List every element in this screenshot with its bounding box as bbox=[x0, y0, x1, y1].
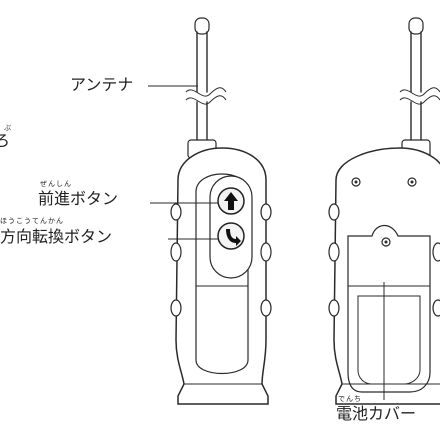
front-antenna bbox=[185, 17, 227, 146]
forward-button[interactable] bbox=[217, 187, 245, 215]
back-antenna bbox=[399, 17, 440, 146]
turn-arrow-icon bbox=[226, 229, 241, 246]
front-controller bbox=[170, 17, 272, 405]
cutoff-ruby: ぶ bbox=[4, 124, 12, 132]
forward-button-label: 前進ボタン bbox=[38, 189, 119, 208]
battery-cover-label: 電池カバー bbox=[336, 404, 417, 423]
turn-button[interactable] bbox=[217, 222, 245, 250]
front-side-bumps bbox=[170, 203, 272, 317]
arrow-up-icon bbox=[224, 192, 238, 210]
battery-cover-ruby: でんち bbox=[338, 395, 362, 403]
turn-button-label: 方向転換ボタン bbox=[0, 227, 113, 246]
forward-button-ruby: ぜんしん bbox=[40, 180, 72, 188]
back-side-bumps bbox=[328, 203, 440, 317]
cutoff-left-char: ろ bbox=[0, 131, 11, 150]
turn-button-ruby: ほうこうてんかん bbox=[0, 217, 64, 225]
antenna-label: アンテナ bbox=[70, 75, 134, 94]
back-controller bbox=[328, 17, 440, 405]
battery-cover[interactable] bbox=[347, 224, 431, 393]
